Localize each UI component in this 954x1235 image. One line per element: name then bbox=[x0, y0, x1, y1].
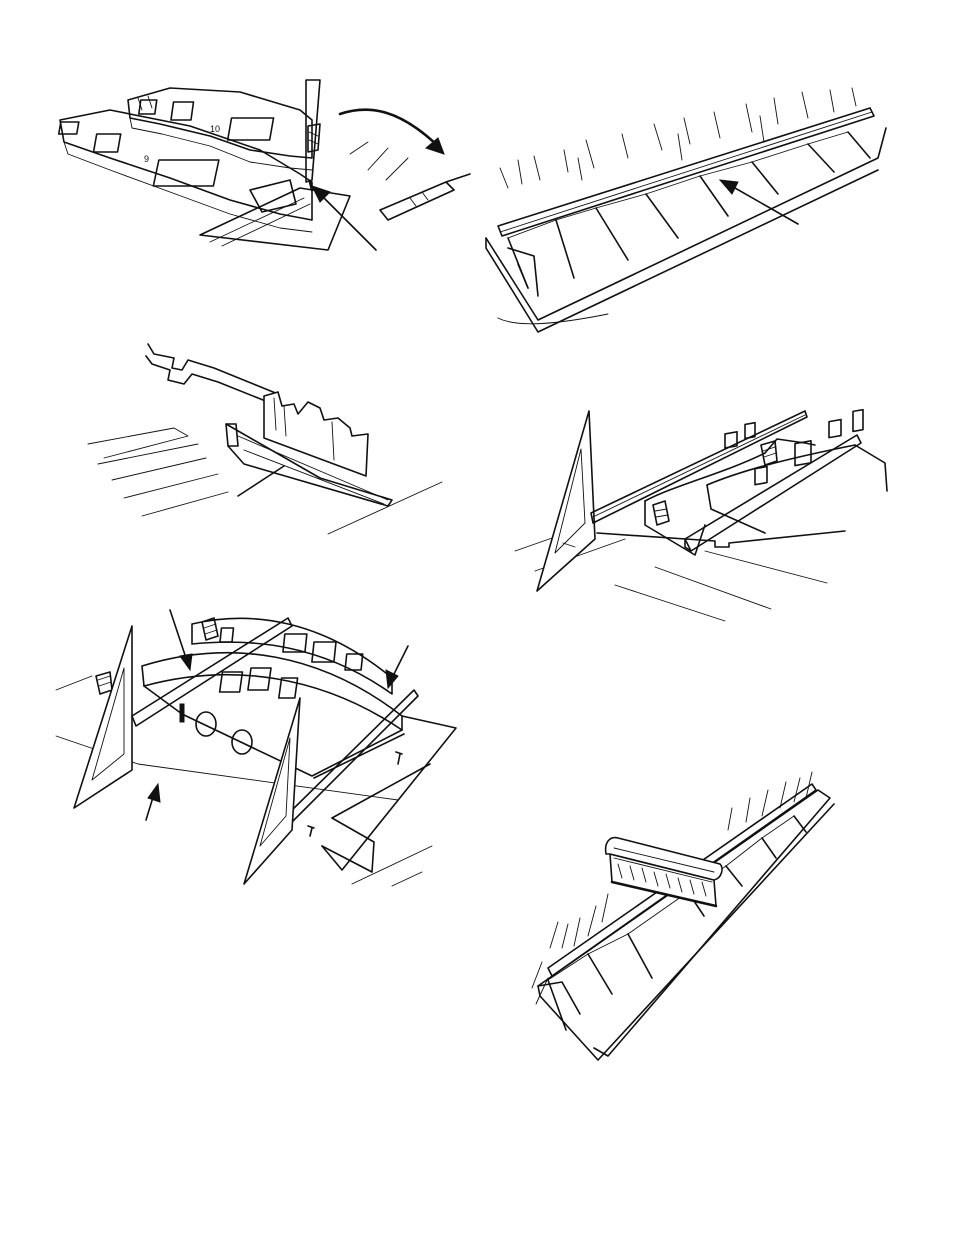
figure-rib-marking: 10 9 bbox=[50, 70, 470, 260]
cross-spar bbox=[685, 435, 861, 551]
figure-triangle-rib bbox=[515, 405, 895, 625]
notched-strip-lower bbox=[146, 356, 278, 406]
board-hatching bbox=[500, 88, 856, 188]
rib-marking-drawing: 10 9 bbox=[50, 70, 470, 260]
wing-ribs bbox=[486, 128, 886, 332]
triangle-rib-drawing bbox=[515, 405, 895, 625]
top-spar bbox=[591, 411, 807, 523]
sanding-taper-drawing bbox=[88, 340, 454, 536]
rib-number-9: 9 bbox=[144, 154, 149, 164]
pointer-arrow-3 bbox=[238, 466, 284, 496]
drafting-triangle-left bbox=[74, 626, 132, 808]
bottom-curve bbox=[498, 314, 608, 324]
curved-motion-arrow bbox=[340, 110, 444, 180]
wing-panel-drawing bbox=[478, 88, 898, 340]
sanding-block-panel-drawing bbox=[518, 768, 840, 1068]
pointer-arrow-5c bbox=[146, 784, 160, 820]
board-lines bbox=[88, 428, 442, 534]
wing-panel bbox=[538, 790, 834, 1060]
marking-pen bbox=[306, 80, 320, 190]
sheet-stock bbox=[200, 180, 350, 250]
sanding-block bbox=[606, 838, 722, 906]
drafting-triangle bbox=[537, 411, 595, 591]
pointer-arrow-5a bbox=[170, 610, 192, 670]
figure-sanding-taper bbox=[88, 340, 454, 536]
wing-ribs bbox=[645, 410, 887, 555]
base-strip bbox=[597, 531, 845, 547]
figure-triangles-alignment bbox=[52, 604, 464, 894]
rib-back: 10 bbox=[128, 88, 312, 170]
triangles-alignment-drawing bbox=[52, 604, 464, 894]
knife-tool bbox=[380, 174, 470, 220]
pointer-arrow-5b bbox=[386, 646, 408, 688]
drafting-triangle-right bbox=[244, 698, 300, 884]
rib-number-10: 10 bbox=[210, 124, 220, 134]
rib-front: 9 bbox=[59, 110, 312, 232]
figure-sanding-block-panel bbox=[518, 768, 840, 1068]
figure-wing-panel-spar bbox=[478, 88, 898, 340]
